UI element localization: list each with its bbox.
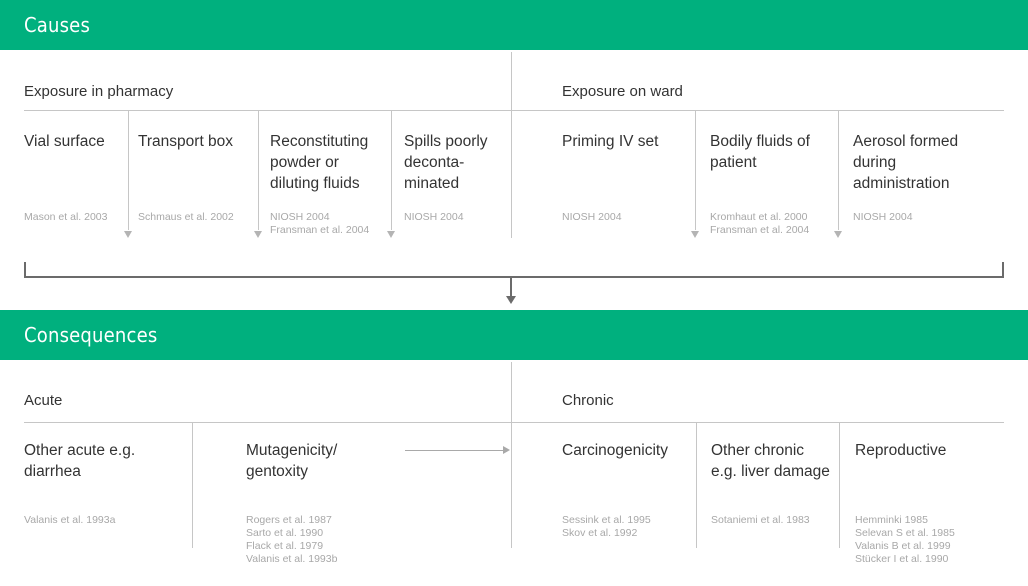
cause-cell-bodily-fluids: Bodily fluids of patient	[710, 131, 828, 173]
cause-cell-title: Priming IV set	[562, 133, 659, 150]
consequence-cell-mutagenicity: Mutagenicity/ gentoxity	[246, 440, 386, 482]
consequence-cell-refs-other-acute: Valanis et al. 1993a	[24, 514, 116, 526]
cause-cell-title: Aerosol formed during administration	[853, 133, 959, 192]
down-arrow-icon-1	[124, 231, 132, 238]
causes-cell-divider-2	[258, 111, 259, 230]
cause-cell-title: Spills poorly deconta- minated	[404, 133, 488, 192]
consequence-cell-title: Mutagenicity/ gentoxity	[246, 442, 338, 480]
consequences-cell-divider-3	[839, 423, 840, 548]
causes-cell-divider-5	[838, 111, 839, 230]
causes-header-rule	[24, 110, 1004, 111]
cause-cell-spills: Spills poorly deconta- minated	[404, 131, 504, 194]
consequence-cell-title: Other chronic e.g. liver damage	[711, 442, 830, 480]
cause-cell-refs-aerosol: NIOSH 2004	[853, 211, 913, 223]
cause-cell-title: Transport box	[138, 133, 234, 150]
consequence-cell-refs-mutagenicity: Rogers et al. 1987 Sarto et al. 1990 Fla…	[246, 514, 338, 565]
cause-cell-refs-priming-iv-set: NIOSH 2004	[562, 211, 622, 223]
cause-cell-vial-surface: Vial surface	[24, 131, 122, 152]
merge-arrow-down-icon	[506, 296, 516, 304]
consequences-group-label-chronic: Chronic	[562, 392, 614, 409]
cause-cell-refs-transport-box: Schmaus et al. 2002	[138, 211, 234, 223]
consequence-cell-title: Carcinogenicity	[562, 442, 668, 459]
cause-cell-title: Reconstituting powder or diluting fluids	[270, 133, 369, 192]
acute-to-chronic-arrow-line	[405, 450, 503, 451]
causes-cell-divider-1	[128, 111, 129, 230]
cause-cell-refs-spills: NIOSH 2004	[404, 211, 464, 223]
consequence-cell-refs-carcinogenicity: Sessink et al. 1995 Skov et al. 1992	[562, 514, 651, 539]
causes-cell-divider-4	[695, 111, 696, 230]
merge-bracket-right	[1002, 262, 1004, 278]
cause-cell-refs-vial-surface: Mason et al. 2003	[24, 211, 108, 223]
causes-section-banner: Causes	[0, 0, 1028, 50]
down-arrow-icon-2	[254, 231, 262, 238]
merge-bracket-bottom	[24, 276, 1004, 278]
consequence-cell-title: Reproductive	[855, 442, 947, 459]
merge-bracket-stem	[510, 277, 512, 298]
acute-to-chronic-arrow-head-icon	[503, 446, 510, 454]
causes-group-label-ward: Exposure on ward	[562, 83, 683, 100]
consequence-cell-reproductive: Reproductive	[855, 440, 995, 461]
consequences-section-banner: Consequences	[0, 310, 1028, 360]
cause-cell-priming-iv-set: Priming IV set	[562, 131, 686, 152]
consequences-group-divider	[511, 362, 512, 548]
consequence-cell-other-chronic: Other chronic e.g. liver damage	[711, 440, 831, 482]
cause-cell-title: Bodily fluids of patient	[710, 133, 810, 171]
down-arrow-icon-5	[834, 231, 842, 238]
causes-banner-label: Causes	[24, 13, 91, 37]
cause-cell-refs-reconstituting: NIOSH 2004 Fransman et al. 2004	[270, 211, 370, 236]
down-arrow-icon-3	[387, 231, 395, 238]
causes-group-label-pharmacy: Exposure in pharmacy	[24, 83, 174, 100]
cause-cell-transport-box: Transport box	[138, 131, 250, 152]
consequences-banner-label: Consequences	[24, 323, 158, 347]
cause-cell-title: Vial surface	[24, 133, 105, 150]
down-arrow-icon-4	[691, 231, 699, 238]
consequences-cell-divider-2	[696, 423, 697, 548]
consequence-cell-refs-reproductive: Hemminki 1985 Selevan S et al. 1985 Vala…	[855, 514, 955, 565]
consequence-cell-carcinogenicity: Carcinogenicity	[562, 440, 692, 461]
cause-cell-reconstituting: Reconstituting powder or diluting fluids	[270, 131, 386, 194]
causes-group-divider	[511, 52, 512, 238]
consequence-cell-other-acute: Other acute e.g. diarrhea	[24, 440, 174, 482]
cause-cell-aerosol: Aerosol formed during administration	[853, 131, 983, 194]
consequence-cell-refs-other-chronic: Sotaniemi et al. 1983	[711, 514, 810, 526]
causes-cell-divider-3	[391, 111, 392, 230]
consequence-cell-title: Other acute e.g. diarrhea	[24, 442, 136, 480]
cause-cell-refs-bodily-fluids: Kromhaut et al. 2000 Fransman et al. 200…	[710, 211, 810, 236]
consequences-group-label-acute: Acute	[24, 392, 63, 409]
consequences-header-rule	[24, 422, 1004, 423]
merge-bracket-left	[24, 262, 26, 278]
consequences-cell-divider-1	[192, 423, 193, 548]
